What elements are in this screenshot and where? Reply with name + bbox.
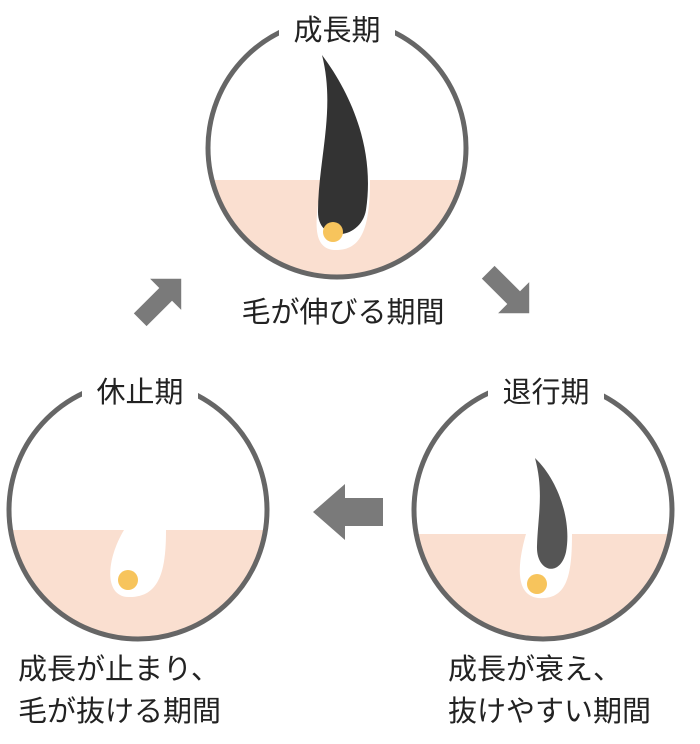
growing-hair-shaft [318, 55, 368, 235]
regression-description-line1: 成長が衰え、 [448, 652, 623, 686]
growth-stage-title: 成長期 [279, 11, 395, 49]
resting-stage-circle [6, 378, 270, 642]
arrow-shape [133, 278, 182, 327]
regression-stage-circle [411, 378, 675, 642]
arrow-shape [313, 484, 383, 540]
hair-papilla [323, 222, 343, 242]
growth-stage-description: 毛が伸びる期間 [241, 295, 445, 329]
arrow-resting-to-growth [133, 278, 182, 327]
regression-stage-title: 退行期 [488, 373, 604, 411]
hair-papilla [118, 570, 138, 590]
arrow-regression-to-resting [313, 484, 383, 540]
resting-description-line1: 成長が止まり、 [18, 652, 220, 686]
regression-description-line2: 抜けやすい期間 [448, 694, 652, 728]
resting-stage-title: 休止期 [82, 373, 198, 411]
growth-stage-circle [205, 16, 469, 280]
resting-description-line2: 毛が抜ける期間 [18, 694, 222, 728]
arrow-growth-to-regression [481, 265, 530, 314]
arrow-shape [481, 265, 530, 314]
hair-papilla [527, 574, 547, 594]
regressing-hair-shaft [535, 458, 568, 569]
